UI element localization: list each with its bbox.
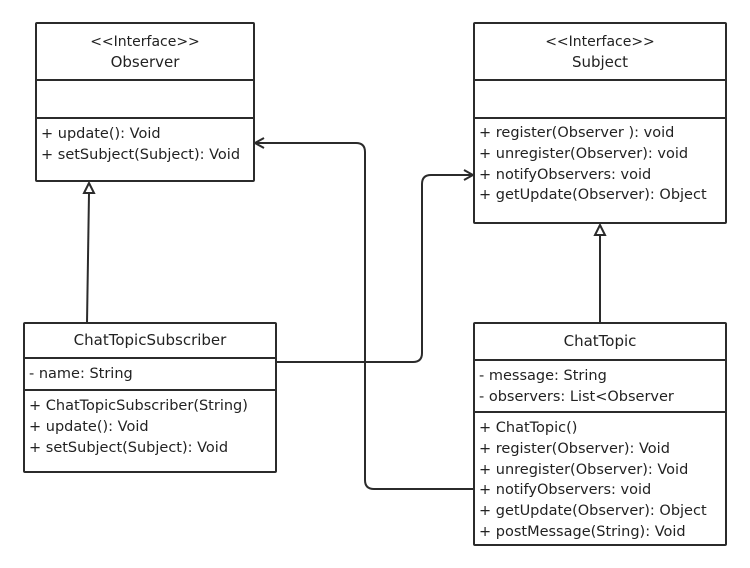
- subject-attributes: [475, 79, 725, 117]
- subscriber-to-subject-association: [277, 175, 473, 363]
- method-line: + notifyObservers: void: [479, 482, 652, 499]
- method-line: + update(): Void: [41, 126, 161, 142]
- method-line: + notifyObservers: void: [479, 166, 652, 183]
- chat-topic-class-box[interactable]: ChatTopic - message: String - observers:…: [473, 322, 727, 546]
- chat-topic-subscriber-header: ChatTopicSubscriber: [25, 324, 275, 357]
- chat-topic-subscriber-class-box[interactable]: ChatTopicSubscriber - name: String + Cha…: [23, 322, 277, 473]
- observer-realization-arrowhead: [82, 180, 96, 194]
- chat-topic-class-name: ChatTopic: [563, 332, 637, 350]
- subject-methods: + register(Observer ): void + unregister…: [475, 117, 725, 206]
- method-line: + setSubject(Subject): Void: [41, 146, 241, 163]
- chat-topic-subscriber-class-name: ChatTopicSubscriber: [73, 331, 227, 349]
- subject-header: <<Interface>> Subject: [475, 24, 725, 79]
- subscriber-realizes-observer-line: [86, 192, 90, 324]
- observer-class-name: Observer: [110, 53, 180, 71]
- observer-attributes: [37, 79, 253, 117]
- subject-stereotype: <<Interface>>: [545, 34, 655, 50]
- observer-interface-box[interactable]: <<Interface>> Observer + update(): Void …: [35, 22, 255, 182]
- method-line: + unregister(Observer): void: [479, 145, 689, 162]
- method-line: + register(Observer ): void: [479, 125, 675, 141]
- observer-stereotype: <<Interface>>: [90, 34, 200, 50]
- chat-topic-subscriber-attributes: - name: String: [25, 357, 275, 389]
- chattopic-to-observer-association: [255, 143, 474, 490]
- subject-realization-arrowhead: [593, 222, 607, 236]
- chat-topic-subscriber-methods: + ChatTopicSubscriber(String) + update()…: [25, 389, 275, 458]
- subject-class-name: Subject: [571, 53, 629, 71]
- method-line: + getUpdate(Observer): Object: [479, 503, 707, 520]
- subject-interface-box[interactable]: <<Interface>> Subject + register(Observe…: [473, 22, 727, 224]
- method-line: + ChatTopicSubscriber(String): [29, 398, 248, 414]
- chat-topic-header: ChatTopic: [475, 324, 725, 359]
- method-line: + getUpdate(Observer): Object: [479, 187, 707, 204]
- attribute-line: - message: String: [479, 368, 607, 384]
- chat-topic-attributes: - message: String - observers: List<Obse…: [475, 359, 725, 411]
- chat-topic-methods: + ChatTopic() + register(Observer): Void…: [475, 411, 725, 543]
- observer-methods: + update(): Void + setSubject(Subject): …: [37, 117, 253, 166]
- method-line: + ChatTopic(): [479, 420, 578, 436]
- method-line: + unregister(Observer): Void: [479, 461, 689, 478]
- method-line: + update(): Void: [29, 418, 149, 435]
- observer-header: <<Interface>> Observer: [37, 24, 253, 79]
- attribute-line: - name: String: [29, 366, 133, 382]
- attribute-line: - observers: List<Observer: [479, 388, 674, 405]
- method-line: + postMessage(String): Void: [479, 523, 686, 540]
- method-line: + register(Observer): Void: [479, 440, 670, 457]
- method-line: + setSubject(Subject): Void: [29, 439, 229, 456]
